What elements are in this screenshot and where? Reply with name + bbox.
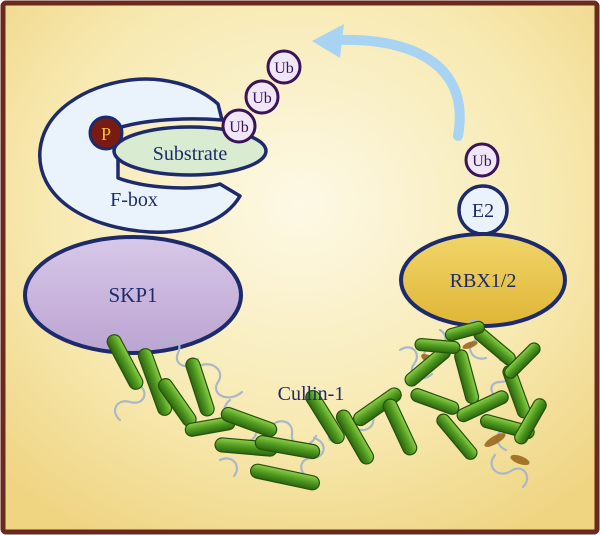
ub-label-1: Ub: [229, 119, 249, 136]
ubiquitin-chain-icon: Ub Ub Ub: [221, 49, 302, 144]
substrate-label: Substrate: [153, 143, 228, 165]
e2-label: E2: [472, 200, 494, 222]
skp1-label: SKP1: [108, 283, 157, 307]
phospho-circle: [88, 115, 124, 151]
ub-circle-2: [244, 79, 280, 115]
ub-label-3: Ub: [274, 60, 294, 77]
ub-circle-3: [266, 49, 302, 85]
transfer-arrow-icon: [312, 24, 465, 141]
cullin-label: Cullin-1: [278, 383, 345, 405]
cullin-helix-icon: [106, 318, 547, 491]
ub-label-2: Ub: [252, 90, 272, 107]
skp1-shape: [23, 235, 243, 355]
ub-circle-1: [221, 108, 257, 144]
e2-ub-circle: [464, 142, 500, 178]
rbx-label: RBX1/2: [450, 270, 517, 292]
e2-ub-label: Ub: [472, 153, 492, 170]
fbox-label: F-box: [110, 189, 158, 211]
phospho-label: P: [101, 124, 111, 144]
